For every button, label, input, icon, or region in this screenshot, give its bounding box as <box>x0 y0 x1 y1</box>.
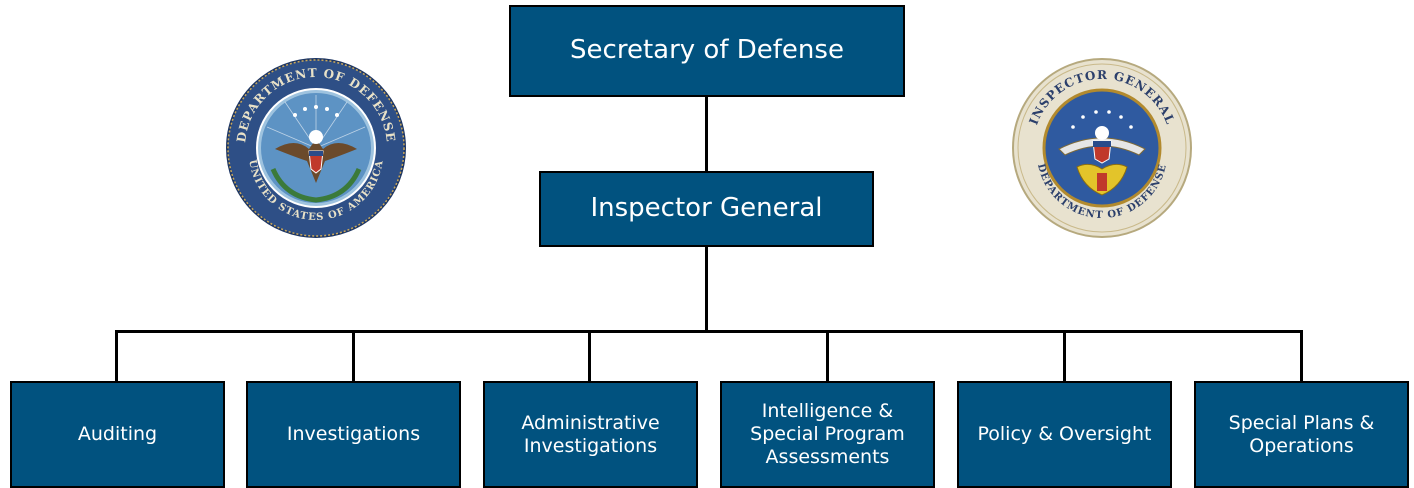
dodig-seal-icon: INSPECTOR GENERAL DEPARTMENT OF DEFENSE <box>1012 58 1192 238</box>
auditing-box: Auditing <box>10 381 225 488</box>
policy-oversight-box: Policy & Oversight <box>957 381 1172 488</box>
dod-seal-icon: DEPARTMENT OF DEFENSE UNITED STATES OF A… <box>226 58 406 238</box>
inspector-general-box: Inspector General <box>539 171 874 247</box>
connector-root-to-ig <box>705 96 708 172</box>
secretary-of-defense-box: Secretary of Defense <box>509 5 905 97</box>
connector-drop-1 <box>115 330 118 382</box>
administrative-investigations-box: Administrative Investigations <box>483 381 698 488</box>
intelligence-special-program-assessments-box: Intelligence & Special Program Assessmen… <box>720 381 935 488</box>
investigations-box: Investigations <box>246 381 461 488</box>
connector-drop-4 <box>826 330 829 382</box>
connector-drop-3 <box>588 330 591 382</box>
connector-drop-5 <box>1063 330 1066 382</box>
special-plans-operations-box: Special Plans & Operations <box>1194 381 1409 488</box>
connector-drop-2 <box>352 330 355 382</box>
connector-drop-6 <box>1300 330 1303 382</box>
connector-bus <box>115 330 1303 333</box>
connector-ig-to-bus <box>705 246 708 332</box>
